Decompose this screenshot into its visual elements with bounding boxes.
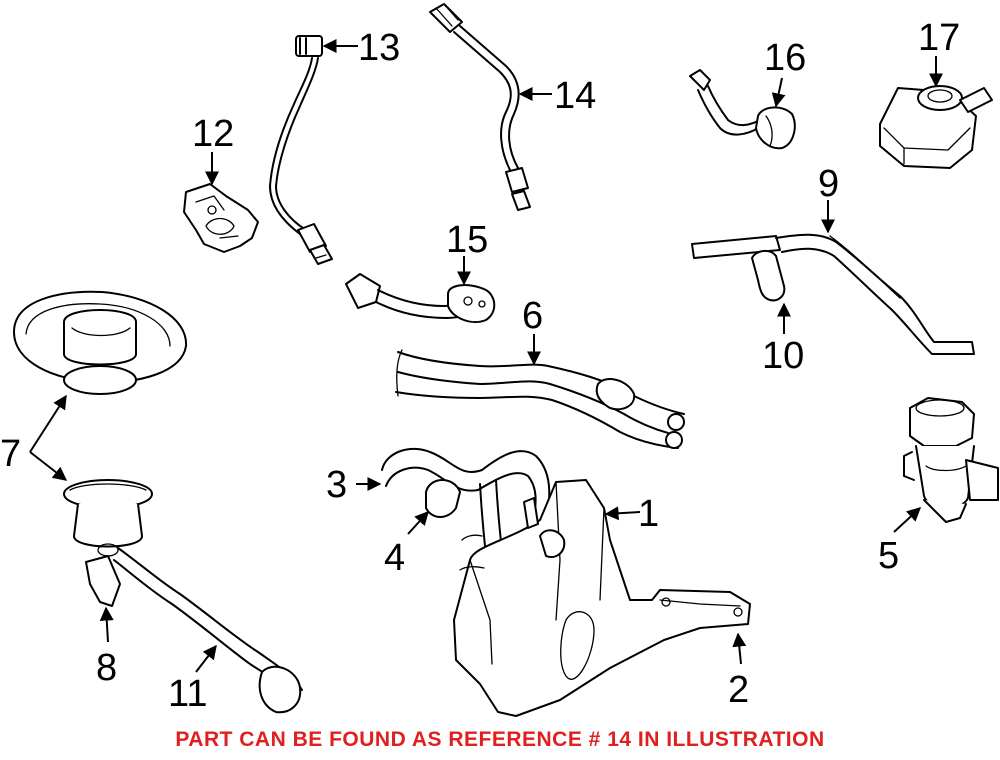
part-16-hose xyxy=(689,69,796,150)
callout-17: 17 xyxy=(918,17,960,59)
part-7-8-11-filler-pipe xyxy=(63,479,303,714)
leader-lines xyxy=(29,39,943,673)
part-5-purge-valve xyxy=(903,397,999,523)
callout-15: 15 xyxy=(446,219,488,261)
callout-14: 14 xyxy=(554,75,596,117)
callout-9: 9 xyxy=(818,163,839,205)
callout-1: 1 xyxy=(638,493,659,535)
part-12-bracket xyxy=(183,183,259,253)
part-15-tube xyxy=(345,273,496,324)
callout-5: 5 xyxy=(878,535,899,577)
callout-6: 6 xyxy=(522,295,543,337)
callout-10: 10 xyxy=(762,335,804,377)
callout-11: 11 xyxy=(168,673,207,715)
part-13-sensor-wire xyxy=(269,35,333,265)
part-17-valve xyxy=(879,85,993,169)
callout-4: 4 xyxy=(384,537,405,579)
part-6-hose-assembly xyxy=(395,349,685,449)
callout-16: 16 xyxy=(764,37,806,79)
callout-13: 13 xyxy=(358,27,400,69)
callout-7: 7 xyxy=(0,433,21,475)
callout-3: 3 xyxy=(326,464,347,506)
part-9-10-tubes xyxy=(691,233,975,355)
callout-2: 2 xyxy=(728,669,749,711)
callout-numbers: 1 2 3 4 5 6 7 8 9 10 11 12 13 14 15 16 1… xyxy=(0,17,960,715)
part-1-canister xyxy=(381,447,751,717)
part-7-seal xyxy=(13,290,188,395)
callout-12: 12 xyxy=(192,113,234,155)
part-14-sensor-wire xyxy=(429,3,531,211)
callout-8: 8 xyxy=(96,647,117,689)
reference-caption: PART CAN BE FOUND AS REFERENCE # 14 IN I… xyxy=(175,728,825,751)
